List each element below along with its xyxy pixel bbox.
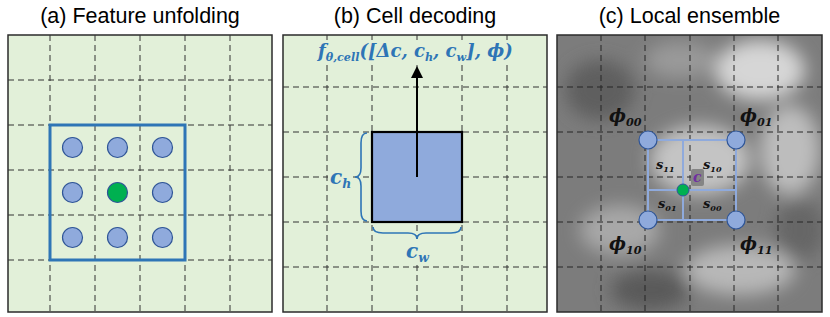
math-text: ϕ: [609, 233, 626, 254]
math-text: c: [406, 239, 418, 263]
feature-label: ϕ01: [738, 105, 774, 127]
math-text: s: [703, 157, 710, 172]
panel-a: [8, 35, 272, 312]
subscript: h: [342, 176, 351, 191]
panel-c: [557, 35, 825, 312]
math-text: f: [318, 40, 326, 61]
math-text: , c: [433, 40, 457, 61]
math-text: s: [656, 157, 663, 172]
subscript: θ,cell: [326, 51, 360, 64]
subscript: h: [425, 51, 433, 64]
math-text: ([Δc, c: [359, 40, 424, 61]
math-text: ϕ: [740, 105, 757, 126]
subscript: 01: [757, 116, 773, 129]
panel-heading: (c) Local ensemble: [557, 4, 822, 30]
math-text: s: [658, 196, 665, 211]
math-text: c: [693, 169, 702, 185]
subscript: 00: [710, 203, 721, 213]
subscript: 11: [663, 164, 674, 174]
width-label: cw: [404, 239, 431, 263]
subscript: 10: [626, 244, 642, 257]
height-label: ch: [328, 165, 353, 189]
subscript: 00: [626, 116, 642, 129]
math-text: ϕ: [609, 105, 626, 126]
math-text: s: [703, 196, 710, 211]
area-label: s10: [701, 157, 724, 173]
feature-label: ϕ00: [607, 105, 643, 127]
feature-label: ϕ11: [738, 233, 774, 255]
panel: (a) Feature unfolding: [8, 0, 272, 312]
feature-label: ϕ10: [607, 233, 643, 255]
panel-b: [283, 35, 547, 312]
subscript: 01: [665, 203, 676, 213]
area-label: s11: [654, 157, 677, 173]
math-text: ϕ: [740, 233, 757, 254]
panel: (c) Local ensemble: [557, 0, 822, 312]
math-text: ], ϕ): [466, 40, 513, 61]
area-label: s01: [656, 196, 679, 212]
subscript: 11: [757, 244, 773, 257]
math-text: c: [330, 165, 342, 189]
subscript: w: [457, 51, 467, 64]
panel-heading: (b) Cell decoding: [283, 4, 547, 30]
area-label: s00: [701, 196, 724, 212]
query-point-label: c: [691, 169, 704, 186]
subscript: w: [418, 250, 429, 265]
decoder-formula: fθ,cell([Δc, ch, cw], ϕ): [316, 40, 515, 62]
panel-heading: (a) Feature unfolding: [8, 4, 272, 30]
subscript: 10: [710, 164, 721, 174]
